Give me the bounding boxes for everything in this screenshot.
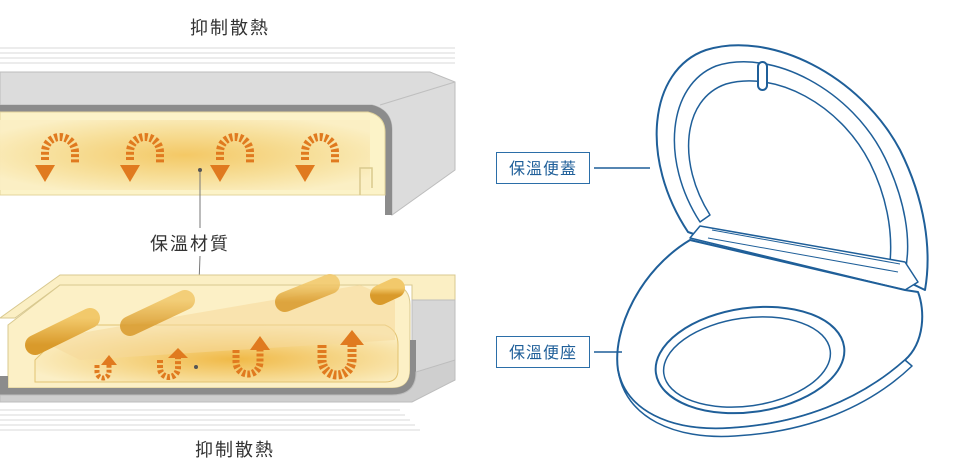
bottom-heat-arrows (94, 330, 364, 381)
u-turn-arrow-icon (317, 330, 364, 380)
bottom-panel-sheet-lines (0, 409, 420, 431)
u-turn-arrow-icon (120, 133, 164, 182)
bottom-panel-base (0, 359, 456, 403)
toilet-seat-edge (617, 359, 913, 438)
top-insulation-lip (359, 167, 373, 195)
top-heat-arrows (35, 133, 339, 182)
bottom-rods (25, 274, 405, 355)
bottom-panel (0, 274, 456, 431)
top-panel-sheet-lines (0, 47, 455, 64)
lid-callout: 保溫便蓋 (496, 152, 591, 184)
u-turn-arrow-icon (35, 133, 79, 182)
u-turn-arrow-icon (232, 336, 270, 378)
toilet-lid (655, 44, 929, 291)
bottom-panel-shell (0, 340, 416, 395)
bottom-heading: 抑制散熱 (195, 440, 275, 461)
u-turn-arrow-icon (295, 133, 339, 182)
top-panel (0, 47, 456, 216)
u-turn-arrow-icon (210, 133, 254, 182)
seat-callout: 保溫便座 (496, 336, 591, 368)
top-insulation-marker (198, 168, 202, 172)
bottom-insulation-marker (194, 365, 198, 369)
top-insulation-glow (0, 120, 370, 190)
top-heading: 抑制散熱 (190, 18, 270, 39)
insulation-label: 保溫材質 (146, 230, 234, 256)
u-turn-arrow-icon (94, 355, 117, 381)
lid-slot-icon (757, 61, 768, 91)
toilet-seat-illustration (594, 44, 929, 438)
toilet-seat-opening-inner (662, 316, 832, 408)
u-turn-arrow-icon (157, 348, 188, 380)
